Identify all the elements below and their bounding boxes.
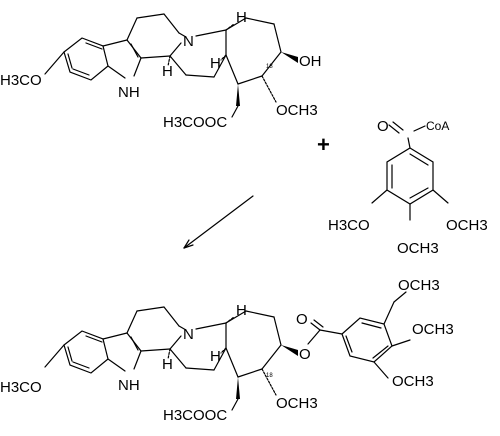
carbonyl-o-label: O — [296, 311, 308, 328]
indole-nh-label: NH — [118, 377, 140, 394]
locant-label: 18 — [266, 373, 273, 379]
methoxy-para-label: OCH3 — [397, 240, 439, 257]
amine-n-label: N — [183, 326, 194, 343]
ester-label: H3COOC — [163, 114, 227, 131]
hydroxyl-label: OH — [299, 53, 322, 70]
reactant1-labels: H3CO NH N H H H 18 OH H3COOC OCH3 — [0, 9, 322, 131]
stereo-h-label: H — [236, 302, 247, 319]
reaction-arrow — [183, 195, 254, 249]
product-reserpine — [44, 291, 411, 411]
stereo-h-label: H — [210, 55, 221, 72]
aryl-methoxy-mid-label: OCH3 — [412, 321, 454, 338]
reactant-methyl-reserpate — [44, 13, 298, 118]
methoxy-left-label: H3CO — [328, 217, 370, 234]
ring-methoxy-label: OCH3 — [276, 395, 318, 412]
ring-methoxy-label: OCH3 — [276, 102, 318, 119]
stereo-h-label: H — [236, 9, 247, 26]
aryl-methoxy-top-label: OCH3 — [398, 277, 440, 294]
methoxy-right-label: OCH3 — [446, 217, 488, 234]
ester-o-label: O — [299, 346, 311, 363]
locant-label: 18 — [266, 64, 273, 70]
stereo-h-label: H — [162, 63, 173, 80]
stereo-h-label: H — [210, 348, 221, 365]
indole-nh-label: NH — [118, 84, 140, 101]
stereo-h-label: H — [162, 356, 173, 373]
plus-sign: + — [317, 132, 330, 157]
coa-label: CoA — [426, 119, 449, 133]
reactant2-labels: O CoA H3CO OCH3 OCH3 — [328, 118, 488, 257]
ester-label: H3COOC — [163, 407, 227, 424]
carbonyl-o-label: O — [377, 118, 389, 135]
amine-n-label: N — [183, 33, 194, 50]
methoxy-left-label: H3CO — [0, 72, 42, 89]
product-labels: H3CO NH N H H H 18 O O H3COOC OCH3 OCH3 … — [0, 277, 454, 424]
aryl-methoxy-bottom-label: OCH3 — [392, 373, 434, 390]
methoxy-left-label: H3CO — [0, 379, 42, 396]
reactant-trimethoxybenzoyl-coa — [371, 121, 449, 221]
